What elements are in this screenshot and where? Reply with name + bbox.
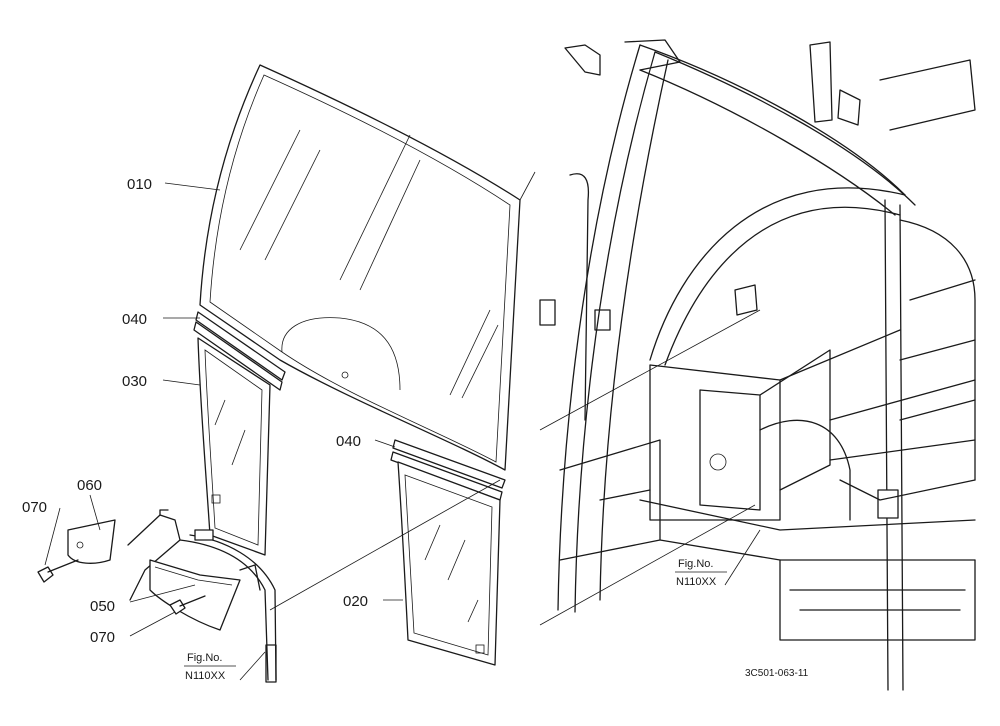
fig-ref-left-line2: N110XX xyxy=(185,670,226,682)
windshield-glass-010 xyxy=(199,64,536,471)
fig-ref-right-line1: Fig.No. xyxy=(678,558,713,570)
label-020: 020 xyxy=(343,593,368,610)
door-glass-020 xyxy=(397,461,501,666)
bolt-070-lower xyxy=(169,595,206,615)
frame-bracket-050 xyxy=(127,509,277,683)
leader-lines xyxy=(44,182,761,681)
fig-ref-left: Fig.No. N110XX xyxy=(184,652,236,682)
label-040-right: 040 xyxy=(336,433,361,450)
label-060: 060 xyxy=(77,477,102,494)
cover-plate-060 xyxy=(67,519,116,564)
label-070-upper: 070 xyxy=(22,499,47,516)
weatherstrip-040-left xyxy=(193,311,286,391)
drawing-code: 3C501-063-11 xyxy=(745,668,809,679)
label-040-left: 040 xyxy=(122,311,147,328)
label-010: 010 xyxy=(127,176,152,193)
fig-ref-left-line1: Fig.No. xyxy=(187,652,222,664)
label-030: 030 xyxy=(122,373,147,390)
fig-ref-right-line2: N110XX xyxy=(676,576,717,588)
label-050: 050 xyxy=(90,598,115,615)
fig-ref-right: Fig.No. N110XX xyxy=(675,558,727,588)
bolt-070-upper xyxy=(37,559,79,583)
label-070-lower: 070 xyxy=(90,629,115,646)
side-glass-030 xyxy=(197,337,271,556)
cab-frame xyxy=(539,39,976,691)
